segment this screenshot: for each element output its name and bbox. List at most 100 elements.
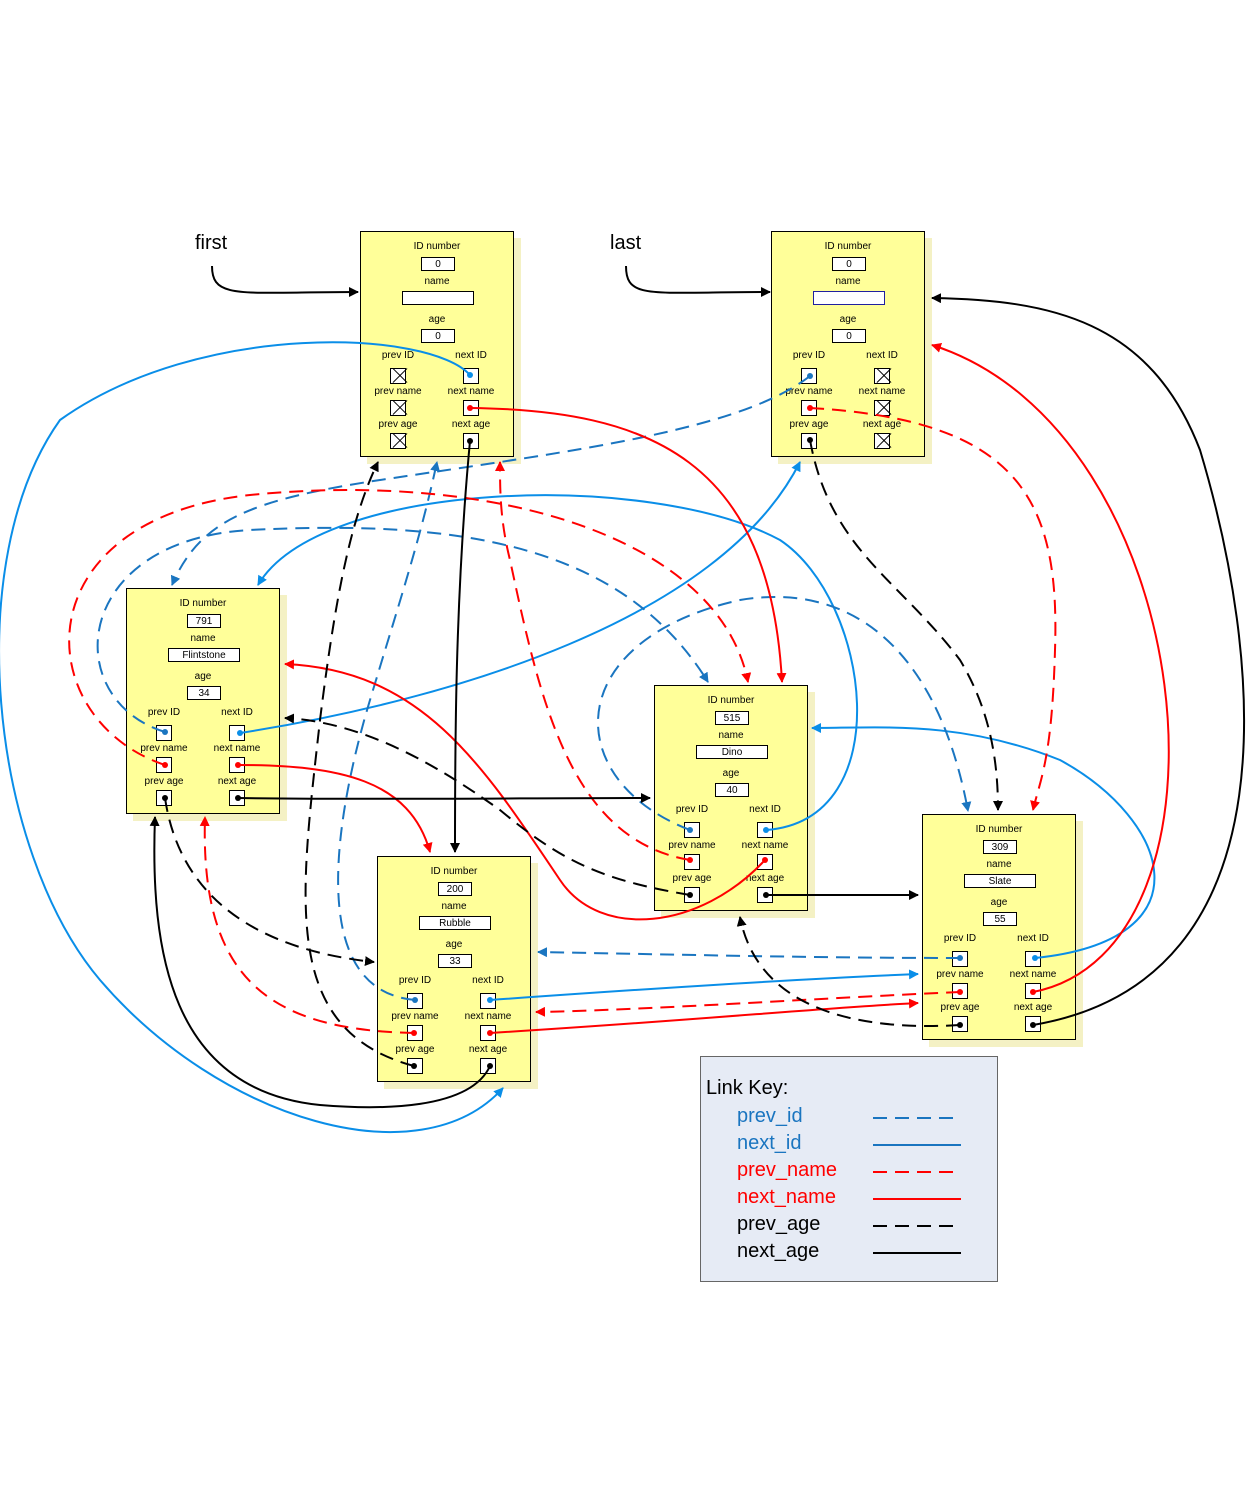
age-label: age [839, 314, 857, 325]
prev-age-label: prev age [378, 419, 418, 430]
id-label: ID number [179, 598, 227, 609]
legend-swatches [873, 1117, 961, 1254]
name-label: name [441, 901, 467, 912]
legend-label-next-id: next_id [737, 1132, 802, 1154]
legend-label-next-age: next_age [737, 1240, 820, 1262]
prev-id-null-cell [390, 368, 406, 384]
next-id-cell [1025, 951, 1041, 967]
prev-age-label: prev age [940, 1002, 980, 1013]
next-age-cell [480, 1058, 496, 1074]
name-value [402, 291, 474, 305]
prev-name-label: prev name [391, 1011, 439, 1022]
first-link [211, 265, 359, 298]
next-age-cell [463, 433, 479, 449]
prev-id-label: prev ID [398, 975, 432, 986]
id-value: 791 [187, 614, 221, 628]
node-dino: ID number 515 name Dino age 40 prev ID n… [654, 685, 808, 911]
prev-id-label: prev ID [147, 707, 181, 718]
prev-id-cell [156, 725, 172, 741]
prev-name-label: prev name [374, 386, 422, 397]
legend-label-prev-age: prev_age [737, 1213, 821, 1235]
prev-id-label: prev ID [675, 804, 709, 815]
node-flintstone: ID number 791 name Flintstone age 34 pre… [126, 588, 280, 814]
id-label: ID number [413, 241, 461, 252]
legend-title: Link Key: [706, 1077, 789, 1099]
next-age-label: next age [217, 776, 257, 787]
next-name-cell [480, 1025, 496, 1041]
prev-id-cell [684, 822, 700, 838]
age-value: 34 [187, 686, 221, 700]
id-value: 0 [421, 257, 455, 271]
age-value: 0 [421, 329, 455, 343]
prev-age-label: prev age [395, 1044, 435, 1055]
age-label: age [445, 939, 463, 950]
age-value: 33 [438, 954, 472, 968]
prev-id-cell [952, 951, 968, 967]
pointer-dots [162, 372, 1038, 1069]
name-value [813, 291, 885, 305]
name-value: Dino [696, 745, 768, 759]
prev-name-cell [156, 757, 172, 773]
next-name-cell [757, 854, 773, 870]
prev-id-slate-to-rubble [537, 947, 961, 959]
next-id-cell [463, 368, 479, 384]
next-age-head-to-rubble [450, 440, 471, 853]
first-pointer-label: first [195, 232, 228, 254]
prev-age-cell [801, 433, 817, 449]
legend-label-prev-id: prev_id [737, 1105, 803, 1127]
next-name-null-cell [874, 400, 890, 416]
next-id-label: next ID [1017, 933, 1049, 944]
name-label: name [835, 276, 861, 287]
id-value: 200 [438, 882, 472, 896]
name-label: name [718, 730, 744, 741]
age-label: age [428, 314, 446, 325]
id-label: ID number [975, 824, 1023, 835]
name-label: name [424, 276, 450, 287]
prev-id-label: prev ID [792, 350, 826, 361]
prev-age-cell [156, 790, 172, 806]
name-label: name [190, 633, 216, 644]
next-name-label: next name [1009, 969, 1057, 980]
next-name-label: next name [464, 1011, 512, 1022]
prev-name-cell [684, 854, 700, 870]
node-rubble: ID number 200 name Rubble age 33 prev ID… [377, 856, 531, 1082]
id-value: 309 [983, 840, 1017, 854]
prev-age-flintstone-to-rubble [164, 797, 375, 967]
next-age-null-cell [874, 433, 890, 449]
next-id-null-cell [874, 368, 890, 384]
node-tail: ID number 0 name age 0 prev ID next ID p… [771, 231, 925, 457]
node-slate: ID number 309 name Slate age 55 prev ID … [922, 814, 1076, 1040]
next-age-label: next age [451, 419, 491, 430]
age-value: 0 [832, 329, 866, 343]
prev-name-cell [407, 1025, 423, 1041]
next-age-label: next age [745, 873, 785, 884]
age-value: 55 [983, 912, 1017, 926]
id-value: 0 [832, 257, 866, 271]
age-label: age [194, 671, 212, 682]
prev-id-cell [407, 993, 423, 1009]
prev-id-cell [801, 368, 817, 384]
name-label: name [986, 859, 1012, 870]
link-key-legend: Link Key: prev_id next_id prev_name next… [700, 1056, 998, 1282]
next-name-rubble-to-slate [489, 998, 919, 1034]
prev-id-label: prev ID [943, 933, 977, 944]
prev-name-tail-to-slate [809, 407, 1057, 811]
prev-age-label: prev age [144, 776, 184, 787]
next-id-label: next ID [455, 350, 487, 361]
prev-name-label: prev name [140, 743, 188, 754]
next-id-label: next ID [749, 804, 781, 815]
id-label: ID number [824, 241, 872, 252]
prev-name-label: prev name [668, 840, 716, 851]
next-name-label: next name [741, 840, 789, 851]
next-id-rubble-to-slate [489, 969, 919, 1001]
prev-age-null-cell [390, 433, 406, 449]
next-name-cell [1025, 983, 1041, 999]
last-pointer-label: last [610, 232, 642, 254]
prev-age-label: prev age [672, 873, 712, 884]
next-age-cell [1025, 1016, 1041, 1032]
next-name-head-to-dino [469, 407, 787, 683]
prev-age-cell [952, 1016, 968, 1032]
node-head: ID number 0 name age 0 prev ID next ID p… [360, 231, 514, 457]
next-id-cell [757, 822, 773, 838]
